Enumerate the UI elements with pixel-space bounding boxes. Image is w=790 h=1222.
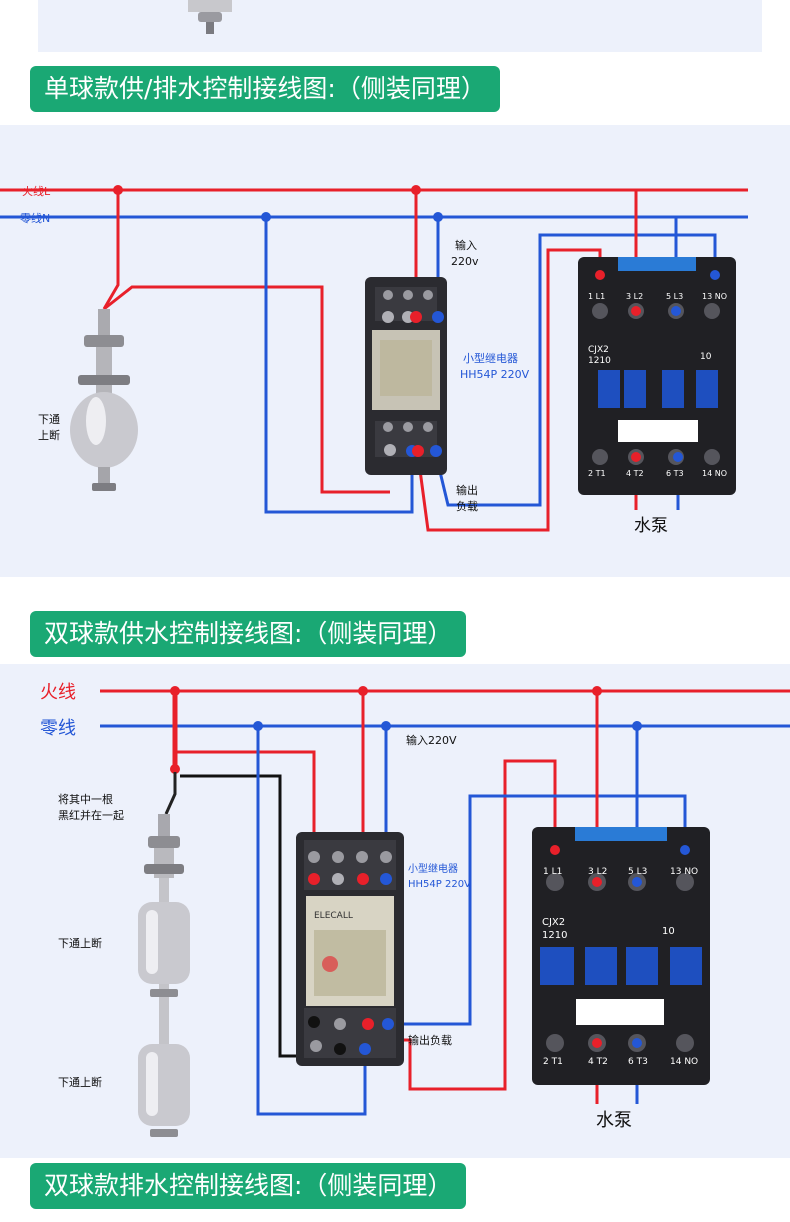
- contactor-rating: 1210: [542, 930, 567, 941]
- relay-label-line1: 小型继电器: [408, 862, 458, 875]
- contactor-b4: 14 NO: [670, 1057, 698, 1067]
- relay-single: [365, 277, 447, 475]
- contactor-t2: 3 L2: [588, 867, 607, 877]
- contactor-model: CJX2: [542, 917, 565, 928]
- relay-double: [296, 832, 404, 1066]
- float-switch-single: [70, 309, 138, 491]
- diagram-double-ball-supply: 火线 零线: [0, 664, 790, 1158]
- float-lower-label: 下通上断: [58, 1075, 102, 1089]
- contactor-t3: 5 L3: [666, 292, 683, 301]
- contactor-b2: 4 T2: [588, 1057, 608, 1067]
- pump-label: 水泵: [596, 1110, 632, 1131]
- section-title-double-supply: 双球款供水控制接线图:（侧装同理）: [30, 611, 467, 657]
- contactor-t3: 5 L3: [628, 867, 647, 877]
- relay-label-line2: HH54P 220V: [460, 368, 530, 381]
- input-label-line1: 输入: [455, 238, 477, 252]
- float-label-line1: 下通: [38, 413, 60, 426]
- contactor-single: [578, 257, 736, 495]
- live-label: 火线L: [22, 184, 51, 198]
- float-switch-bottom-crop: [188, 0, 232, 34]
- note-line2: 黑红并在一起: [58, 808, 124, 822]
- contactor-t1: 1 L1: [543, 867, 562, 877]
- contactor-b3: 6 T3: [628, 1057, 648, 1067]
- section-title-double-drain: 双球款排水控制接线图:（侧装同理）: [30, 1163, 467, 1209]
- output-label-line2: 负载: [456, 499, 478, 513]
- contactor-model: CJX2: [588, 345, 609, 355]
- float-upper-label: 下通上断: [58, 936, 102, 950]
- output-label: 输出负载: [408, 1033, 452, 1047]
- previous-section-panel: [38, 0, 762, 52]
- neutral-label: 零线N: [20, 211, 50, 225]
- previous-section-strip: [0, 0, 790, 58]
- note-line1: 将其中一根: [58, 792, 113, 806]
- float-switch-double: [138, 814, 190, 1137]
- contactor-t1: 1 L1: [588, 292, 605, 301]
- contactor-b4: 14 NO: [702, 469, 727, 478]
- input-label-line2: 220v: [451, 255, 479, 268]
- contactor-aux: 10: [700, 352, 712, 362]
- section-title-single: 单球款供/排水控制接线图:（侧装同理）: [30, 66, 500, 112]
- output-label-line1: 输出: [456, 483, 478, 497]
- float-label-line2: 上断: [38, 428, 60, 442]
- contactor-t4: 13 NO: [670, 867, 698, 877]
- relay-brand: ELECALL: [314, 911, 353, 921]
- contactor-b2: 4 T2: [626, 469, 644, 478]
- contactor-b3: 6 T3: [666, 469, 684, 478]
- relay-label-line1: 小型继电器: [463, 351, 518, 365]
- contactor-t2: 3 L2: [626, 292, 643, 301]
- contactor-rating: 1210: [588, 356, 611, 366]
- diagram-single-ball: 火线L 零线N: [0, 125, 790, 577]
- neutral-label: 零线: [40, 718, 76, 739]
- contactor-double: [532, 827, 710, 1085]
- contactor-t4: 13 NO: [702, 292, 727, 301]
- contactor-aux: 10: [662, 926, 675, 937]
- input-label: 输入220V: [406, 733, 457, 747]
- relay-label-line2: HH54P 220V: [408, 879, 471, 890]
- pump-label: 水泵: [634, 516, 668, 536]
- contactor-b1: 2 T1: [543, 1057, 563, 1067]
- contactor-b1: 2 T1: [588, 469, 606, 478]
- live-label: 火线: [40, 682, 76, 703]
